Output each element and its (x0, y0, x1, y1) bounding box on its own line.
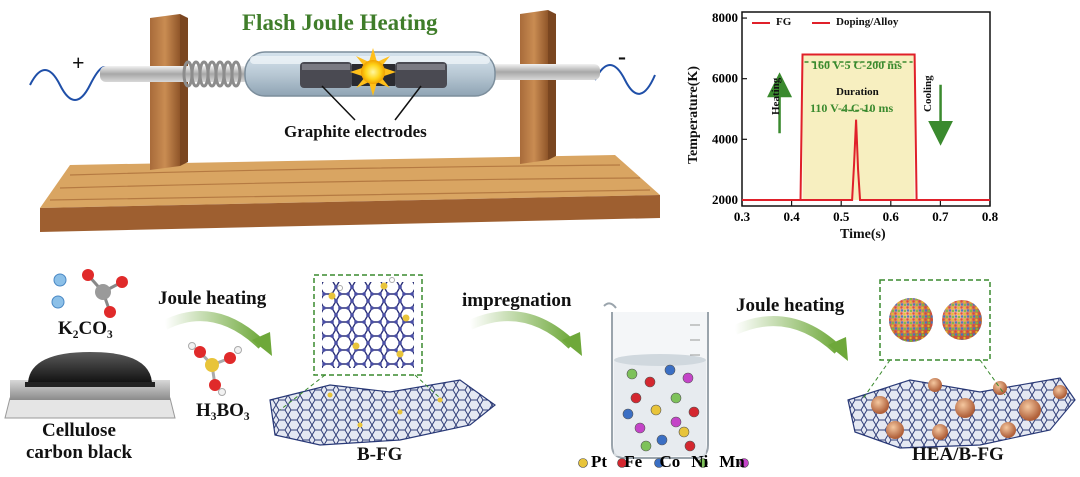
metal-ion-dot (640, 440, 652, 452)
carbon-black-icon (4, 352, 176, 419)
metal-ion-dot (650, 404, 662, 416)
element-legend: Pt Fe Co Ni Mn (578, 452, 745, 472)
right-rod (480, 64, 600, 80)
element-mn: Mn (719, 452, 745, 471)
heating-label: Heating (770, 77, 782, 115)
h3bo3-molecule-icon (188, 342, 242, 396)
duration-label: Duration (836, 86, 879, 98)
x-tick-label: 0.3 (734, 209, 751, 224)
cellulose-label: Cellulose (42, 420, 116, 441)
metal-ion-dot (684, 440, 696, 452)
long-duration-label: 160 V-5 C-200 ms (812, 58, 902, 72)
metal-ion-dot (622, 408, 634, 420)
apparatus (29, 10, 660, 232)
element-pt: Pt (591, 452, 608, 471)
hea-b-fg-sheet (847, 377, 1076, 449)
metal-ion-dot (670, 416, 682, 428)
left-wire (29, 66, 111, 101)
plus-sign: + (72, 50, 85, 75)
wood-base-front (40, 195, 660, 232)
spark-icon (350, 48, 396, 96)
b-fg-inset (279, 274, 441, 411)
element-fe: Fe (624, 452, 643, 471)
y-axis-label: Temperature(K) (686, 66, 701, 164)
carbon-black-label: carbon black (26, 442, 133, 463)
metal-ion-dot (634, 422, 646, 434)
element-dot-co (654, 458, 664, 468)
x-tick-label: 0.8 (982, 209, 999, 224)
metal-ion-dot (682, 372, 694, 384)
series-doping-line (742, 119, 990, 201)
x-tick-label: 0.4 (783, 209, 800, 224)
metal-ion-dot (688, 406, 700, 418)
hea-b-fg-label: HEA/B-FG (912, 444, 1004, 465)
metal-ion-dot (630, 392, 642, 404)
joule-heating-label-2: Joule heating (736, 295, 845, 316)
right-post (520, 10, 548, 164)
electrodes-label: Graphite electrodes (284, 122, 427, 141)
minus-sign: - (618, 44, 626, 70)
x-tick-label: 0.7 (932, 209, 949, 224)
y-tick-label: 6000 (712, 71, 738, 86)
metal-ion-dot (670, 392, 682, 404)
element-co: Co (659, 452, 681, 471)
curved-arrow-2 (467, 311, 576, 349)
y-tick-label: 2000 (712, 192, 738, 207)
metal-ion-dot (678, 426, 690, 438)
element-dot-ni (698, 458, 708, 468)
h3bo3-label: H₃BO₃ (196, 400, 250, 421)
y-tick-label: 8000 (712, 10, 738, 25)
x-axis-label: Time(s) (840, 227, 886, 242)
spring (182, 60, 242, 88)
k2co3-label: K₂CO₃ (58, 318, 113, 339)
x-tick-label: 0.6 (883, 209, 900, 224)
curved-arrow-3 (732, 316, 842, 354)
legend-doping-label: Doping/Alloy (836, 16, 899, 28)
x-tick-label: 0.5 (833, 209, 850, 224)
element-dot-fe (617, 458, 627, 468)
cooling-label: Cooling (922, 75, 934, 112)
metal-ion-dot (656, 434, 668, 446)
metal-ion-dot (626, 368, 638, 380)
impregnation-label: impregnation (462, 290, 572, 311)
element-dot-mn (739, 458, 749, 468)
curved-arrow-1 (162, 311, 266, 349)
y-tick-label: 4000 (712, 131, 738, 146)
element-dot-pt (578, 458, 588, 468)
apparatus-title: Flash Joule Heating (242, 10, 438, 35)
joule-heating-label-1: Joule heating (158, 288, 267, 309)
b-fg-sheet (269, 379, 496, 446)
right-wire (594, 64, 656, 95)
k2co3-molecule-icon (51, 269, 128, 318)
beaker-icon (603, 302, 709, 459)
b-fg-label: B-FG (357, 444, 403, 465)
short-duration-label: 110 V-4 C-10 ms (810, 101, 894, 115)
element-ni: Ni (691, 452, 709, 471)
left-post (150, 14, 180, 170)
left-rod (100, 66, 250, 82)
element-legend-dots (578, 458, 749, 468)
metal-ion-dot (664, 364, 676, 376)
legend-fg-label: FG (776, 16, 792, 28)
temperature-chart: 0.3 0.4 0.5 0.6 0.7 0.8 2000 4000 6000 8000 (712, 10, 999, 224)
metal-ion-dot (644, 376, 656, 388)
hea-inset (861, 279, 1006, 401)
